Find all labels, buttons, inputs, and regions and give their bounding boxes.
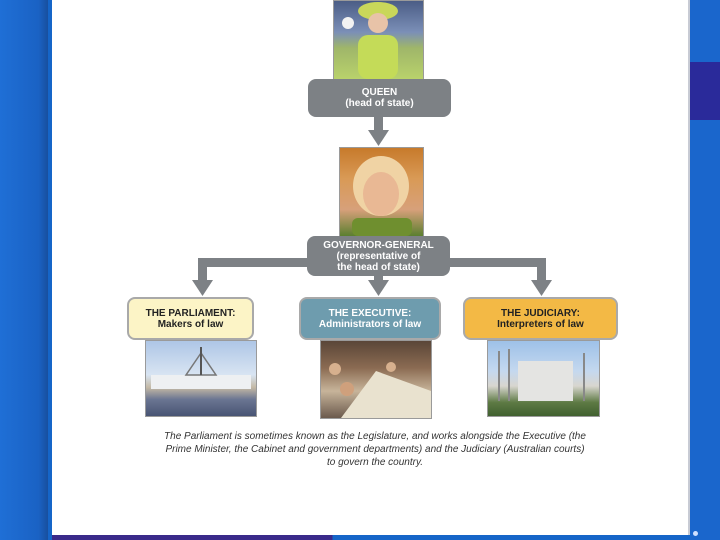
left-border-band [0,0,48,540]
queen-box: QUEEN (head of state) [308,79,451,117]
executive-box: THE EXECUTIVE: Administrators of law [299,297,441,340]
governor-general-box: GOVERNOR-GENERAL (representative of the … [307,236,450,276]
parliament-house-photo [145,340,257,417]
gg-line1: (representative of [336,250,421,262]
parliament-subtitle: Makers of law [157,318,224,330]
bottom-strip [52,535,690,540]
parliament-title: THE PARLIAMENT: [145,307,236,319]
arrow-to-judiciary [531,280,552,296]
gg-title: GOVERNOR-GENERAL [323,239,434,251]
arrow-to-parliament [192,280,213,296]
gg-line2: the head of state) [337,261,420,273]
governor-general-photo [339,147,424,237]
queen-subtitle: (head of state) [345,98,414,109]
arrow-queen-to-gg [368,130,389,146]
caption: The Parliament is sometimes known as the… [145,430,605,469]
right-accent-block [690,62,720,120]
corner-dot [693,531,698,536]
cabinet-meeting-photo [320,340,432,419]
executive-subtitle: Administrators of law [318,318,422,330]
caption-line3: to govern the country. [327,457,423,468]
judiciary-title: THE JUDICIARY: [501,307,580,319]
caption-line2: Prime Minister, the Cabinet and governme… [165,444,585,455]
judiciary-box: THE JUDICIARY: Interpreters of law [463,297,618,340]
arrow-to-executive [368,280,389,296]
parliament-box: THE PARLIAMENT: Makers of law [127,297,254,340]
judiciary-subtitle: Interpreters of law [497,318,584,330]
queen-photo [333,0,424,80]
caption-line1: The Parliament is sometimes known as the… [164,431,586,442]
high-court-photo [487,340,600,417]
queen-title: QUEEN [361,87,398,98]
executive-title: THE EXECUTIVE: [328,307,412,319]
